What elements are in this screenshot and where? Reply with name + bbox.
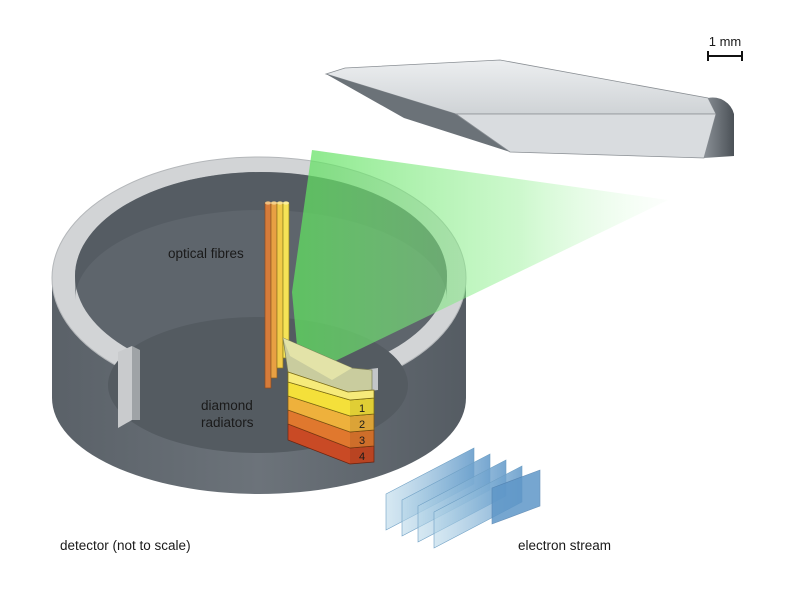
fibre-3 [270,202,278,379]
radiator-wedge-top [283,338,352,380]
electron-stream [385,447,541,549]
fibre-4 [264,202,272,389]
light-beam [292,150,668,378]
fibre-top-4 [265,201,271,205]
radiator-front-edge [350,398,374,464]
fibre-top-3 [271,201,277,205]
radiator-number-3: 3 [359,435,365,447]
radiator-stack: 1 2 3 4 [282,337,375,465]
fibre-1 [282,202,290,359]
diamond-radiators-label-line1: diamond [201,398,253,413]
radiator-top-face [287,371,375,401]
radiator-number-2: 2 [359,419,365,431]
scale-bar: 1 mm [707,34,743,61]
fibre-top-2 [277,201,283,205]
detector-notch-face [132,346,140,420]
electron-sheet-5 [491,469,541,525]
fibre-2 [276,202,284,369]
radiator-number-4: 4 [359,451,365,463]
detector-notch [118,346,132,428]
optical-fibres-label: optical fibres [168,246,244,261]
radiator-number-1: 1 [359,403,365,415]
scale-bar-label: 1 mm [709,34,742,49]
fibre-top-1 [283,201,289,205]
detector-label: detector (not to scale) [60,538,191,553]
probe-end-cap [704,97,734,158]
electron-stream-label: electron stream [518,538,611,553]
probe [324,59,734,159]
diamond-radiators-label-line2: radiators [201,415,254,430]
probe-bottom-face [454,113,717,159]
probe-side-face [326,74,510,152]
